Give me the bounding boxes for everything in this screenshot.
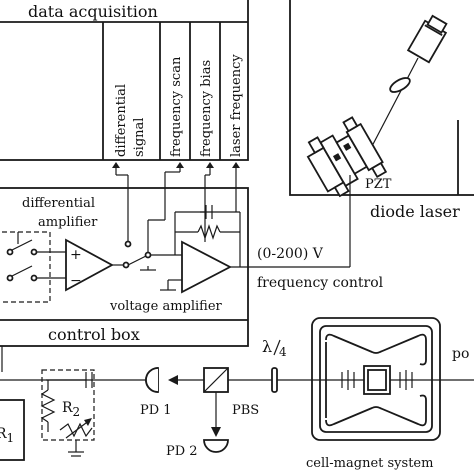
cell-magnet-label: cell-magnet system: [306, 456, 433, 471]
pzt-mount: [306, 116, 388, 198]
pd2-label: PD 2: [166, 444, 198, 459]
frequency-control-label: frequency control: [257, 275, 384, 291]
voltage-amplifier-label: voltage amplifier: [109, 299, 223, 314]
lambda-symbol: λ: [262, 337, 272, 356]
r2-label: R2: [62, 400, 80, 419]
differential-amplifier-label-line2: amplifier: [38, 215, 98, 230]
pd1-label: PD 1: [140, 403, 172, 418]
differential-amplifier-label-line1: differential: [22, 196, 95, 211]
data-acquisition-box: data acquisition differential signal fre…: [0, 0, 249, 161]
r1-label: R1: [0, 426, 14, 445]
cell-magnet-system: [311, 317, 441, 441]
control-box: control box differential amplifier + −: [0, 162, 249, 347]
channel-frequency-bias: frequency bias: [199, 60, 214, 157]
voltage-range-label: (0-200) V: [257, 246, 324, 262]
pbs-label: PBS: [232, 403, 259, 418]
channel-frequency-scan: frequency scan: [169, 56, 184, 157]
pzt-label: PZT: [365, 177, 392, 192]
diode-laser-box: PZT diode laser: [289, 0, 474, 221]
data-acquisition-title: data acquisition: [28, 2, 158, 21]
channel-differential-signal-line2: signal: [132, 118, 147, 157]
optics-section: PD 1 PBS PD 2 λ 4 ce: [0, 317, 474, 471]
frequency-control-line: (0-200) V frequency control: [248, 175, 384, 291]
quarter-denominator: 4: [279, 345, 287, 359]
channel-laser-frequency: laser frequency: [229, 54, 244, 157]
polarizer-label-fragment: po: [452, 346, 469, 362]
minus-sign: −: [70, 273, 82, 289]
plus-sign: +: [70, 247, 82, 263]
diode-laser-label: diode laser: [370, 202, 460, 221]
control-box-title: control box: [48, 325, 140, 344]
channel-differential-signal-line1: differential: [114, 84, 129, 157]
